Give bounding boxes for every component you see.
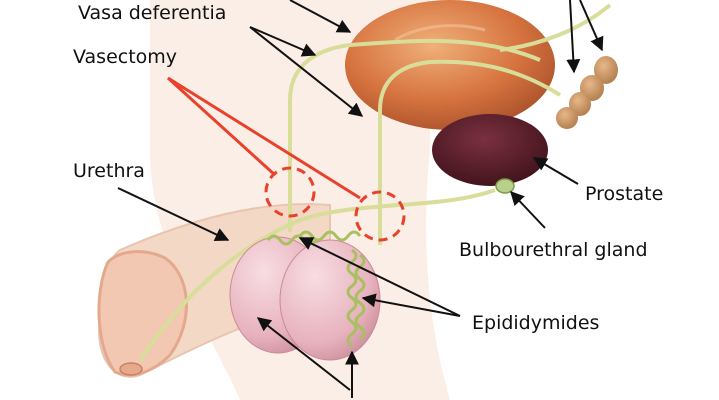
urethra-tube	[138, 188, 496, 362]
vas-deferens-left	[288, 38, 541, 232]
arrow-epididymis-2	[361, 293, 461, 317]
arrow-epididymis-1	[298, 237, 461, 317]
arrow-vasa-2	[249, 26, 364, 117]
vasectomy-pointers	[166, 76, 361, 200]
label-prostate: Prostate	[585, 183, 664, 205]
label-vasectomy: Vasectomy	[73, 46, 178, 68]
glans	[97, 250, 188, 377]
testis-right	[279, 239, 381, 361]
label-vasa-deferentia: Vasa deferentia	[78, 2, 227, 24]
bladder	[345, 0, 555, 130]
vasectomy-site-left	[264, 166, 316, 218]
urethral-opening	[119, 362, 143, 376]
label-urethra: Urethra	[73, 160, 145, 182]
vasectomy-site-right	[354, 190, 406, 242]
arrow-top-to-bladder	[289, 0, 352, 33]
arrow-urethra	[117, 187, 230, 241]
label-bulbourethral-gland: Bulbourethral gland	[459, 239, 648, 261]
prostate	[432, 114, 548, 186]
arrow-testis-1	[256, 317, 351, 391]
label-epididymides: Epididymides	[472, 312, 600, 334]
arrow-vasa-1	[249, 26, 317, 57]
arrow-bulbourethral	[510, 190, 546, 229]
arrow-seminal-2	[579, 0, 604, 52]
vas-deferens-top	[499, 3, 612, 52]
vas-deferens-right	[378, 59, 562, 245]
bulbourethral-gland	[495, 178, 515, 194]
arrow-seminal-1	[566, 0, 581, 74]
arrow-prostate	[532, 157, 579, 185]
seminal-vesicle	[556, 56, 618, 129]
